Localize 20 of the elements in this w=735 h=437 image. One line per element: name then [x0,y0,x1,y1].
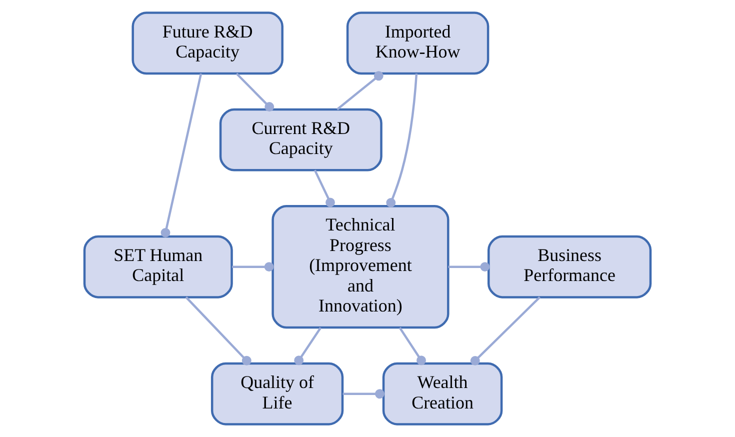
node-box: Business Performance [488,235,652,298]
node-box: Wealth Creation [382,362,503,426]
connector [398,327,426,366]
node-box: SET Human Capital [83,235,233,298]
connector [294,327,322,366]
connector [448,262,490,272]
node-box: Quality of Life [210,362,344,426]
node-box: Imported Know-How [346,12,490,75]
connector [470,296,541,366]
node-box: Current R&D Capacity [219,108,382,172]
connector [336,71,384,110]
connector [386,74,418,208]
connector [160,73,202,238]
connector [314,170,335,208]
connector [232,262,274,272]
node-box: Technical Progress (Improvement and Innovation) [272,205,450,329]
node-box: Future R&D Capacity [132,12,284,75]
connector [236,72,274,112]
connector [185,296,252,366]
connector [342,389,384,399]
